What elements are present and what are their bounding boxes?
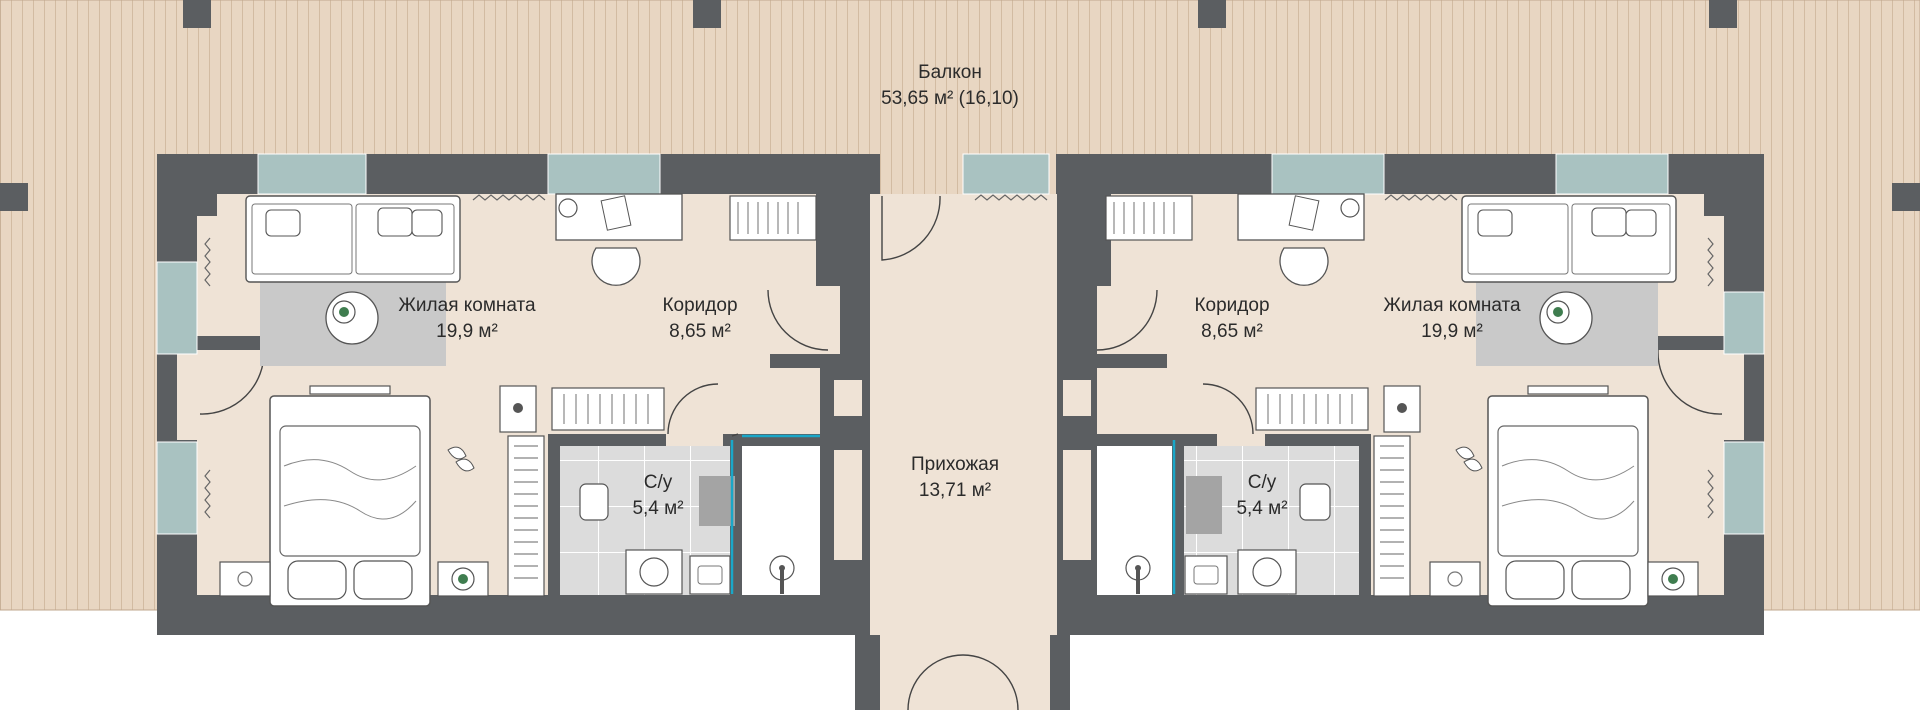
living-room-left-furniture (219, 193, 817, 607)
corridor-left-name: Коридор (662, 295, 738, 316)
bathroom-left-label: С/у 5,4 м² (632, 470, 683, 522)
curtains (204, 194, 1714, 519)
corridor-left-label: Коридор 8,65 м² (662, 293, 737, 345)
living-room-left-name: Жилая комната (398, 295, 536, 316)
bathroom-right-area: 5,4 м² (1236, 498, 1288, 519)
balcony-label: Балкон 53,65 м² (16,10) (881, 60, 1019, 112)
hall-area: 13,71 м² (918, 480, 992, 501)
corridor-right-label: Коридор 8,65 м² (1194, 293, 1269, 345)
bathroom-right-label: С/у 5,4 м² (1236, 470, 1287, 522)
living-room-right-label: Жилая комната 19,9 м² (1383, 293, 1520, 345)
bathroom-left (560, 434, 820, 595)
corridor-left-area: 8,65 м² (669, 321, 731, 342)
living-room-left-label: Жилая комната 19,9 м² (398, 293, 535, 345)
living-room-left-area: 19,9 м² (436, 321, 498, 342)
balcony-name: Балкон (918, 62, 982, 83)
hall-name: Прихожая (910, 454, 1000, 475)
living-room-right-area: 19,9 м² (1421, 321, 1483, 342)
bathroom-right (1097, 440, 1359, 595)
corridor-right-name: Коридор (1194, 295, 1270, 316)
balcony-area: 53,65 м² (16,10) (881, 88, 1019, 109)
windows (156, 153, 1765, 535)
bathroom-right-name: С/у (1247, 472, 1277, 493)
hall-label: Прихожая 13,71 м² (911, 452, 999, 504)
corridor-right-area: 8,65 м² (1201, 321, 1263, 342)
bathroom-left-name: С/у (643, 472, 673, 493)
interior-walls-right (1057, 194, 1724, 635)
living-room-right-furniture (1105, 193, 1699, 607)
bathroom-left-area: 5,4 м² (632, 498, 684, 519)
living-room-right-name: Жилая комната (1383, 295, 1521, 316)
